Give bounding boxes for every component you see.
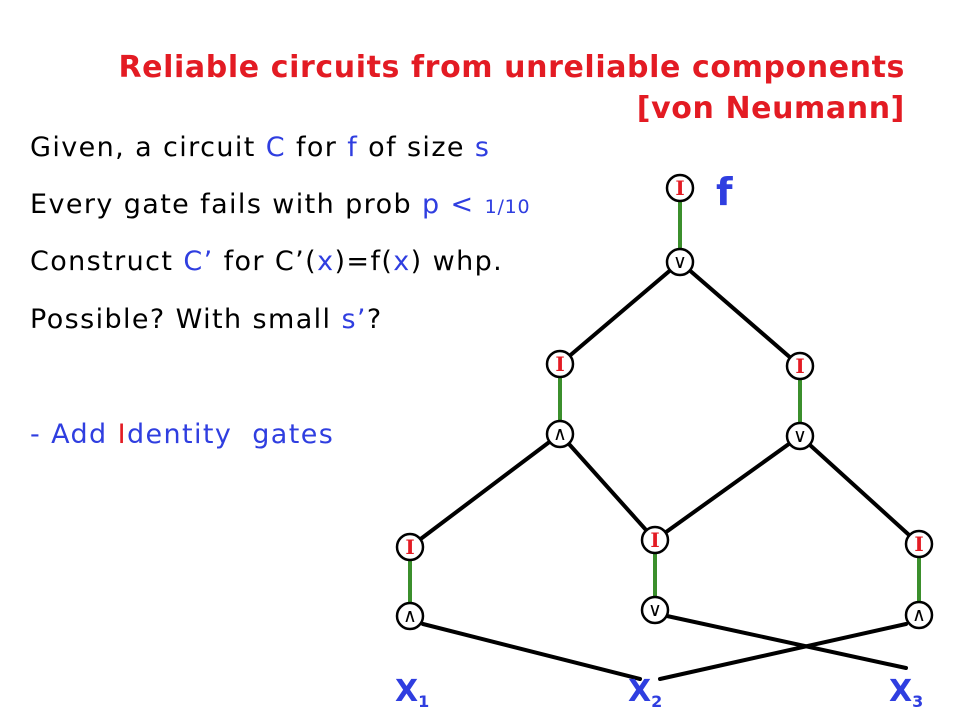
identity-label: I: [405, 535, 414, 559]
or-symbol: ∨: [673, 251, 687, 273]
function-symbol: f: [347, 132, 359, 163]
input-variable: X: [628, 674, 651, 709]
and-symbol: ∧: [403, 605, 417, 627]
output-label: f: [716, 170, 733, 214]
input-variable: X: [889, 674, 912, 709]
identity-label: I: [675, 176, 684, 200]
gate-circle: [785, 351, 815, 381]
probability-bound: 1/10: [484, 196, 531, 218]
of-size-text: of size: [358, 132, 475, 163]
gates: I ∨ I I ∧ ∨: [395, 173, 934, 631]
identity-gate-bottom-mid: I: [640, 525, 670, 555]
identity-gate-left: I: [545, 349, 575, 379]
given-prefix-text: Given, a circuit: [30, 132, 266, 163]
gate-circle: [665, 173, 695, 203]
question-text: Possible? With small: [30, 304, 342, 335]
wire-top-or-to-left: [558, 260, 682, 366]
statement-add-identity: - Add Identity gates: [30, 418, 334, 452]
gate-circle: [904, 529, 934, 559]
circuit-symbol: C: [265, 132, 286, 163]
gate-circle: [640, 595, 670, 625]
inputs: X1 X2 X3: [395, 674, 923, 711]
wire-bottom-left-and-to-x2: [421, 622, 642, 681]
input-x3: X3: [889, 674, 923, 711]
for-text: for: [285, 132, 348, 163]
identity-gate-output: I: [665, 173, 695, 203]
for-new-circuit-text: for C’(: [213, 246, 318, 277]
gate-circle: [640, 525, 670, 555]
input-subscript: 1: [418, 692, 429, 711]
wire-top-or-to-right: [678, 260, 802, 368]
gate-circle: [785, 421, 815, 451]
identity-label: I: [650, 528, 659, 552]
size-symbol: s: [474, 132, 491, 163]
probability-symbol: p <: [422, 189, 485, 220]
input-variable: X: [395, 674, 418, 709]
input-x1: X1: [395, 674, 429, 711]
gate-circle: [395, 532, 425, 562]
and-gate-bottom-right: ∧: [904, 600, 934, 630]
gate-circle: [904, 600, 934, 630]
or-gate-right: ∨: [785, 421, 815, 451]
and-symbol: ∧: [553, 423, 567, 445]
identity-rest-text: dentity gates: [126, 419, 335, 450]
question-mark: ?: [366, 304, 383, 335]
wire-bottom-mid-or-to-x3: [665, 614, 908, 670]
wire-left-and-to-bottom-left: [408, 432, 562, 549]
or-symbol: ∨: [648, 599, 662, 621]
input-symbol: x: [393, 246, 411, 277]
and-gate-left: ∧: [545, 419, 575, 449]
statement-question: Possible? With small s’?: [30, 303, 383, 337]
failure-text: Every gate fails with prob: [30, 189, 423, 220]
identity-label: I: [795, 354, 804, 378]
input-subscript: 3: [912, 692, 923, 711]
whp-text: ) whp.: [410, 246, 504, 277]
statement-construct: Construct C’ for C’(x)=f(x) whp.: [30, 245, 503, 279]
new-size-symbol: s’: [341, 304, 367, 335]
and-gate-bottom-left: ∧: [395, 601, 425, 631]
wire-left-and-to-bottom-mid: [558, 432, 657, 542]
input-subscript: 2: [651, 692, 662, 711]
slide-title-attribution: [von Neumann]: [636, 91, 905, 126]
construct-text: Construct: [30, 246, 184, 277]
equals-function-text: )=f(: [334, 246, 394, 277]
statement-given: Given, a circuit C for f of size s: [30, 131, 490, 165]
gate-circle: [665, 247, 695, 277]
identity-label: I: [555, 352, 564, 376]
gate-circle: [395, 601, 425, 631]
input-x2: X2: [628, 674, 662, 711]
wire-right-or-to-bottom-mid: [653, 434, 802, 542]
identity-initial: I: [117, 419, 127, 450]
or-gate-top: ∨: [665, 247, 695, 277]
add-text: - Add: [30, 419, 118, 450]
wire-bottom-right-and-to-x2: [658, 622, 908, 681]
identity-gate-right: I: [785, 351, 815, 381]
wire-right-or-to-bottom-right: [798, 434, 921, 546]
identity-label: I: [914, 532, 923, 556]
new-circuit-symbol: C’: [183, 246, 214, 277]
or-gate-bottom-mid: ∨: [640, 595, 670, 625]
gate-circle: [545, 419, 575, 449]
statement-failure: Every gate fails with prob p < 1/10: [30, 188, 530, 224]
identity-gate-bottom-right: I: [904, 529, 934, 559]
input-symbol: x: [317, 246, 335, 277]
slide-title: Reliable circuits from unreliable compon…: [118, 50, 905, 85]
identity-gate-bottom-left: I: [395, 532, 425, 562]
gate-circle: [545, 349, 575, 379]
and-symbol: ∧: [912, 604, 926, 626]
or-symbol: ∨: [793, 425, 807, 447]
